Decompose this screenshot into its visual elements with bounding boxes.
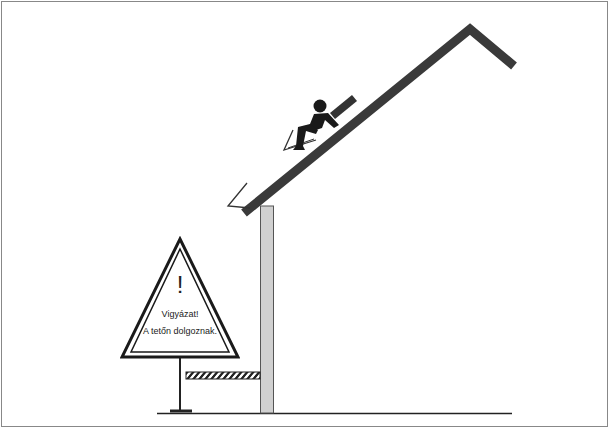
exclamation-mark: ! [177,272,184,298]
warning-triangle [120,236,240,360]
warning-text: Vigyázat! [162,309,199,320]
warning-sign: ! Vigyázat! A tetőn dolgoznak. [120,236,240,360]
warning-text: A tetőn dolgoznak. [143,326,217,337]
sign-text: ! Vigyázat! A tetőn dolgoznak. [120,236,240,337]
